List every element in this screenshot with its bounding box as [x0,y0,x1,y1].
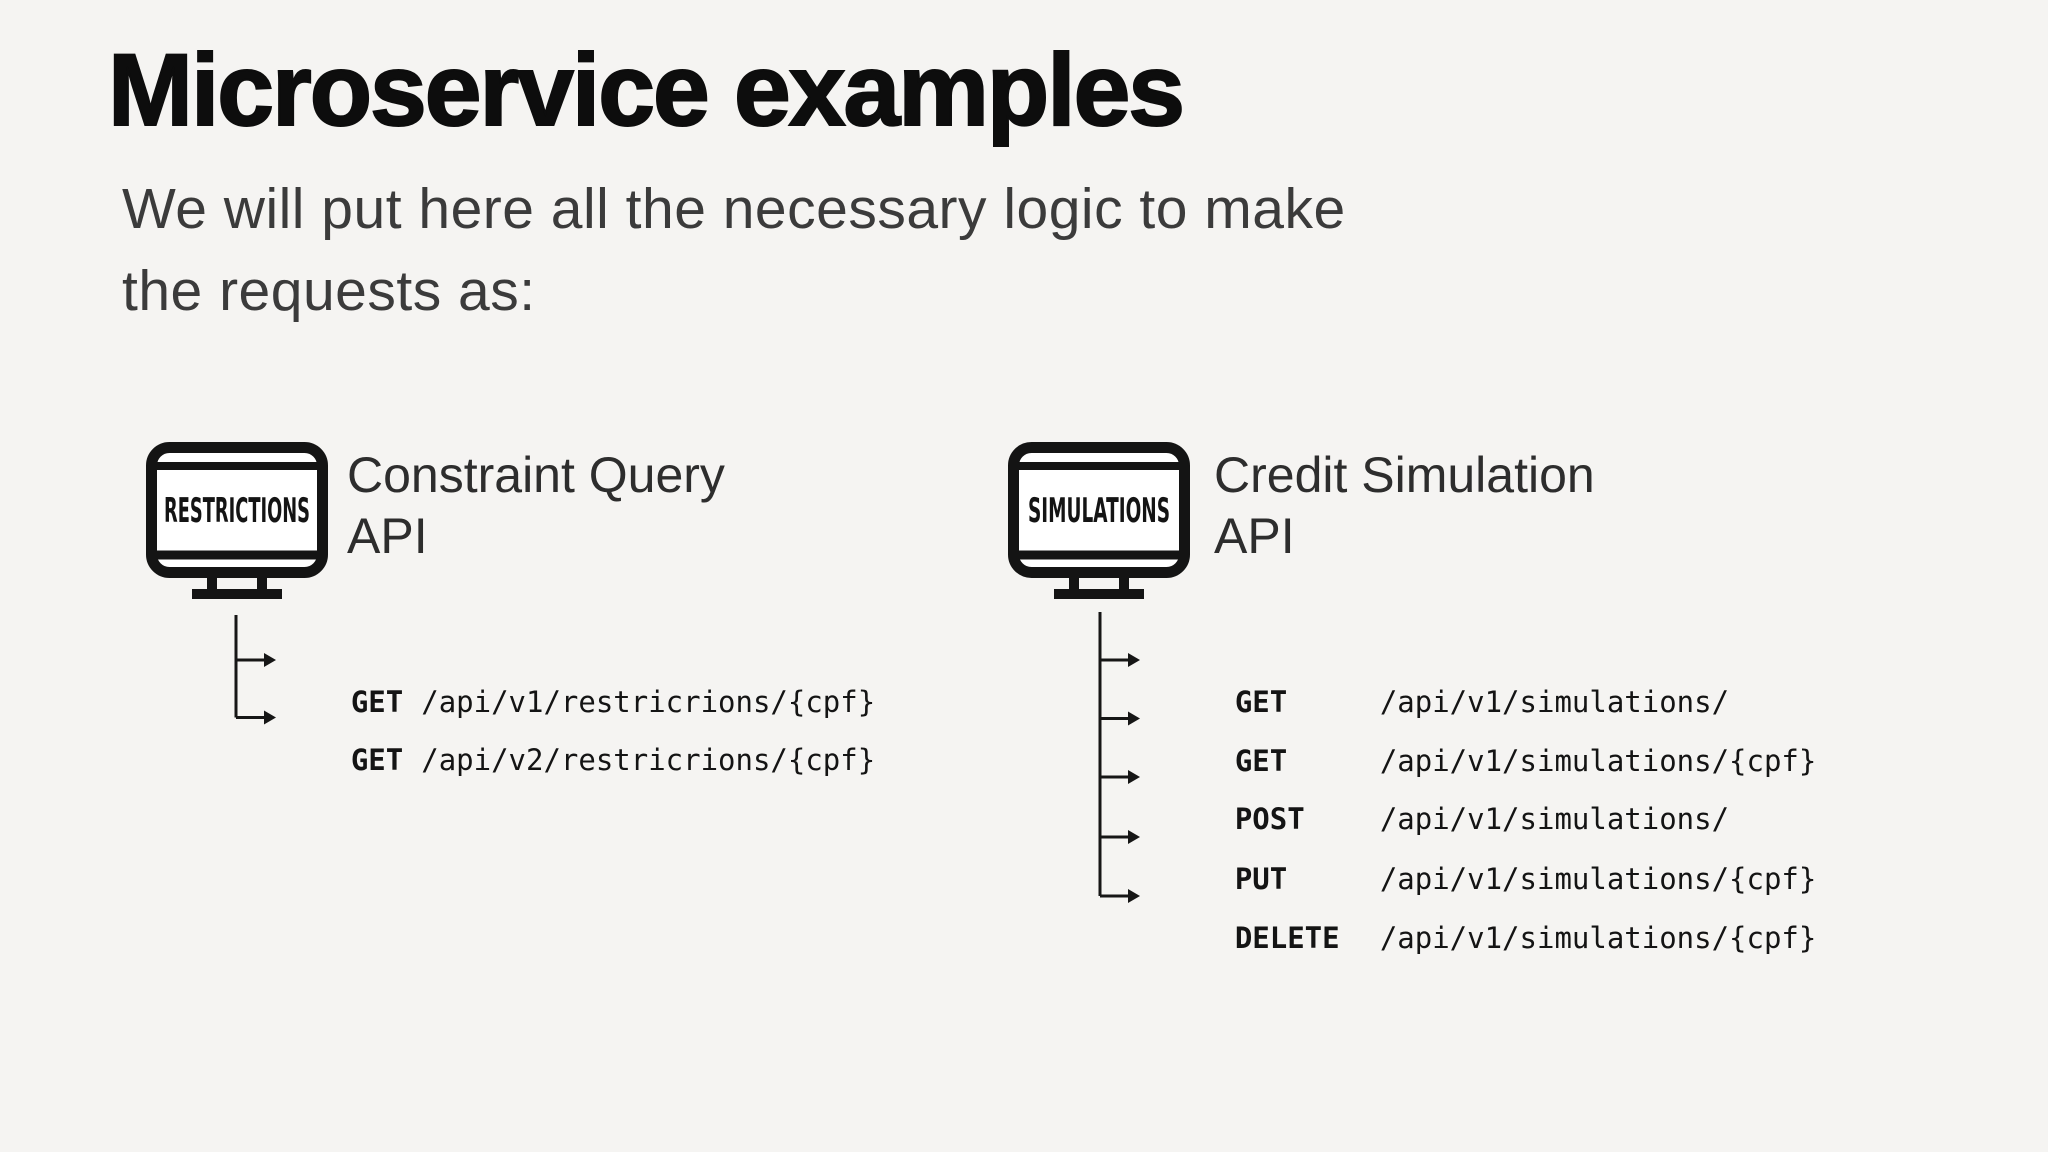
service-name: Constraint Query API [347,445,725,567]
http-method: GET [1234,685,1288,719]
http-method: GET [350,685,404,719]
monitor-screen-label: RESTRICTIONS [164,491,310,531]
endpoint-row: DELETE/api/v1/simulations/{cpf} [1165,875,1817,955]
arrow-icon [264,653,276,667]
page-title: Microservice examples [107,33,1186,147]
endpoint-path: /api/v1/simulations/{cpf} [1379,921,1817,955]
http-method: GET [350,743,404,777]
arrow-icon [1128,711,1140,726]
arrow-icon [264,710,276,725]
subtitle-line-2: the requests as: [122,259,536,323]
endpoint-row: PUT/api/v1/simulations/{cpf} [1165,816,1817,896]
service-name-line-1: Credit Simulation [1214,447,1595,503]
endpoint-row: GET/api/v2/restricrions/{cpf} [281,697,875,777]
endpoint-path: /api/v1/simulations/{cpf} [1379,744,1817,778]
monitor-icon: SIMULATIONS [1008,442,1190,599]
http-method: GET [1234,744,1288,778]
endpoint-path: /api/v2/restricrions/{cpf} [421,743,876,777]
endpoint-row: GET/api/v1/restricrions/{cpf} [281,639,875,719]
monitor-icon: RESTRICTIONS [146,442,328,599]
endpoint-path: /api/v1/simulations/ [1379,685,1730,719]
http-method: POST [1234,802,1305,836]
arrow-icon [1128,770,1140,784]
service-name: Credit Simulation API [1214,445,1595,567]
endpoint-row: POST/api/v1/simulations/ [1165,756,1729,836]
tree-connector-icon [1098,612,1140,903]
endpoint-row: GET/api/v1/simulations/{cpf} [1165,698,1817,778]
endpoint-path: /api/v1/restricrions/{cpf} [421,685,876,719]
service-name-line-2: API [347,508,428,564]
monitor-screen-label: SIMULATIONS [1028,491,1170,531]
arrow-icon [1128,653,1140,667]
endpoint-row: GET/api/v1/simulations/ [1165,639,1729,719]
arrow-icon [1128,830,1140,844]
endpoint-path: /api/v1/simulations/{cpf} [1379,862,1817,896]
subtitle-line-1: We will put here all the necessary logic… [122,177,1346,241]
tree-connector-icon [234,615,276,725]
http-method: DELETE [1234,921,1340,955]
service-name-line-2: API [1214,508,1295,564]
http-method: PUT [1234,862,1288,896]
arrow-icon [1128,889,1140,903]
subtitle: We will put here all the necessary logic… [122,168,1346,332]
endpoint-path: /api/v1/simulations/ [1379,802,1730,836]
service-name-line-1: Constraint Query [347,447,725,503]
